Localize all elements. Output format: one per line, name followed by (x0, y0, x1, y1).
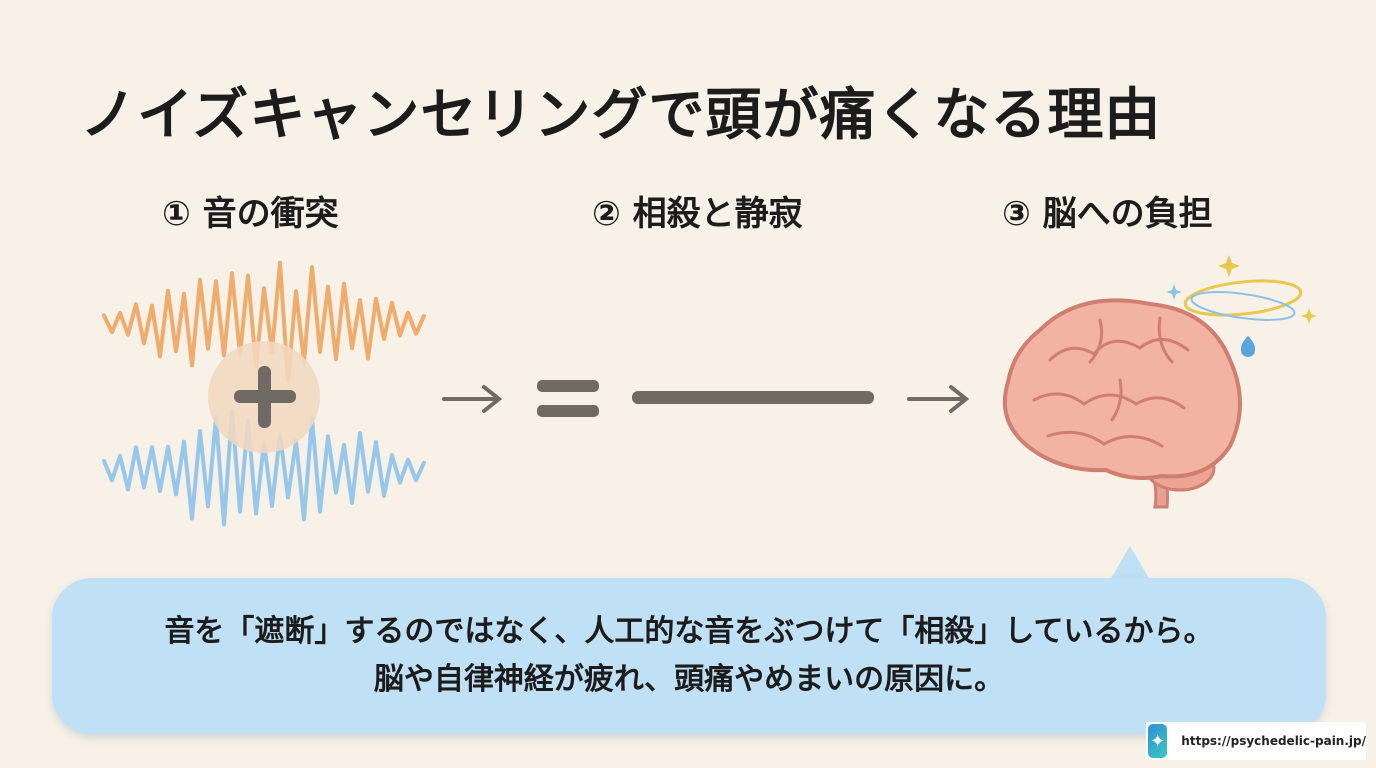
step-3-label: ③ 脳への負担 (1002, 194, 1213, 234)
sweat-drop-icon (1240, 336, 1256, 357)
step-2-label: ② 相殺と静寂 (592, 194, 803, 234)
equals-icon (537, 380, 599, 417)
orange-sound-wave (102, 260, 426, 384)
dizzy-halo-icon (1183, 279, 1303, 321)
plus-icon (208, 341, 320, 453)
step-1-label: ① 音の衝突 (162, 194, 339, 234)
flat-line-icon (632, 391, 874, 404)
bubble-text-line-2: 脳や自律神経が疲れ、頭痛やめまいの原因に。 (373, 662, 1005, 697)
bubble-text-line-1: 音を「遮断」するのではなく、人工的な音をぶつけて「相殺」しているから。 (164, 614, 1214, 649)
speech-bubble-tail (1110, 546, 1150, 580)
footer-badge: ✦ https://psychedelic-pain.jp/ (1146, 722, 1366, 760)
brain-icon (1002, 298, 1242, 509)
speech-bubble: 音を「遮断」するのではなく、人工的な音をぶつけて「相殺」しているから。 脳や自律… (52, 578, 1326, 734)
arrow-right-icon (907, 385, 970, 413)
device-hack-logo-icon: ✦ (1148, 724, 1168, 758)
site-url[interactable]: https://psychedelic-pain.jp/ (1181, 734, 1366, 748)
sparkle-icon (1166, 255, 1317, 324)
page-title: ノイズキャンセリングで頭が痛くなる理由 (80, 83, 1162, 148)
arrow-right-icon (442, 385, 503, 413)
